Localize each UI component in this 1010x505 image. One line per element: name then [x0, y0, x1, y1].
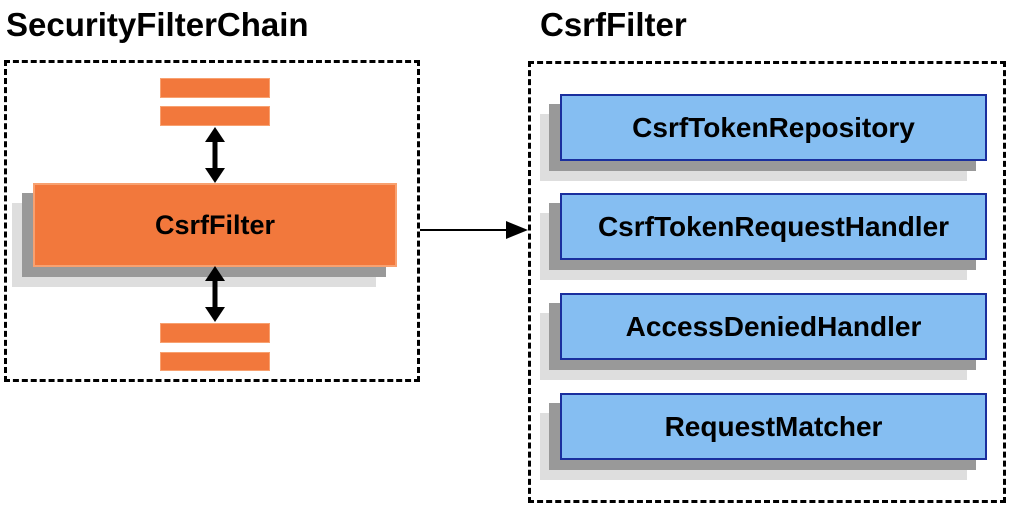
filter-placeholder-bar-bottom-1: [160, 323, 270, 343]
csrf-filter-panel-title: CsrfFilter: [540, 6, 687, 43]
component-box-csrf-token-request-handler: CsrfTokenRequestHandler: [560, 193, 987, 260]
security-filter-chain-title: SecurityFilterChain: [6, 6, 309, 43]
csrf-filter-panel: [528, 61, 1006, 503]
double-arrow-vertical-icon: [205, 127, 225, 183]
component-label: AccessDeniedHandler: [625, 310, 922, 342]
filter-placeholder-bar-top-1: [160, 78, 270, 98]
component-box-csrf-token-repository: CsrfTokenRepository: [560, 94, 987, 161]
arrow-right-icon: [420, 221, 528, 239]
filter-placeholder-bar-bottom-2: [160, 352, 270, 371]
component-label: CsrfTokenRepository: [632, 111, 915, 143]
csrf-filter-box: CsrfFilter: [33, 183, 397, 267]
security-filter-chain-panel: [4, 60, 420, 382]
double-arrow-vertical-icon: [205, 266, 225, 322]
component-box-request-matcher: RequestMatcher: [560, 393, 987, 460]
component-label: CsrfTokenRequestHandler: [597, 210, 950, 242]
filter-placeholder-bar-top-2: [160, 106, 270, 126]
csrf-filter-box-label: CsrfFilter: [154, 209, 276, 240]
component-box-access-denied-handler: AccessDeniedHandler: [560, 293, 987, 360]
component-label: RequestMatcher: [664, 410, 883, 442]
